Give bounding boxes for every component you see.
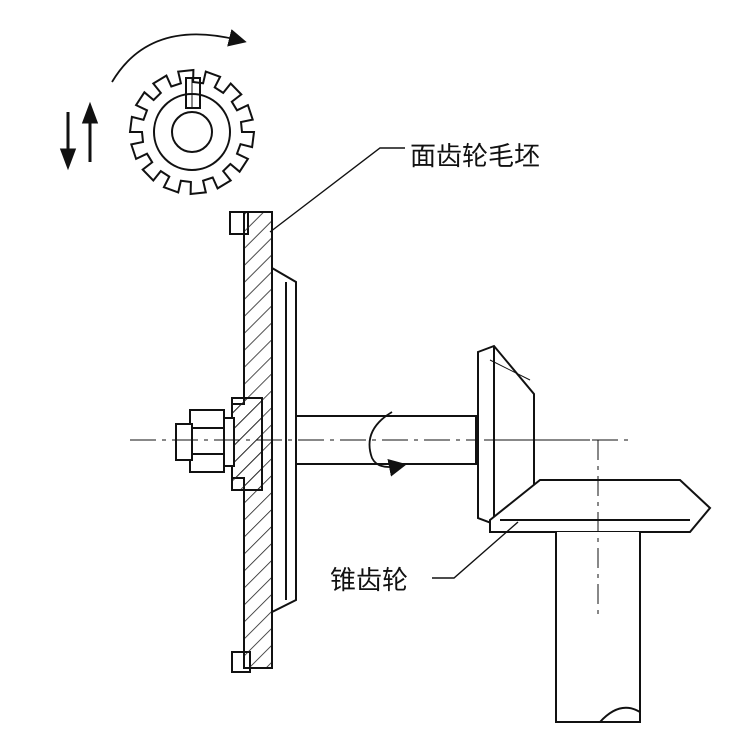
bevel-gear-label: 锥齿轮 <box>330 566 409 596</box>
leader-line-bevel <box>432 521 519 579</box>
bevel-gear-shaft <box>484 439 641 723</box>
nut-icon <box>175 409 235 473</box>
shaft-rotation-arrow-icon <box>368 411 407 477</box>
face-gear-blank-label: 面齿轮毛坯 <box>410 142 541 172</box>
rotation-arrow-icon <box>111 29 247 83</box>
bevel-gear <box>489 479 712 533</box>
gear-cutter-icon <box>128 68 256 196</box>
feed-arrows-icon <box>59 101 99 171</box>
bevel-gear-upper <box>477 344 535 526</box>
leader-line-blank <box>269 147 405 233</box>
face-gear-blank-section <box>229 211 297 673</box>
